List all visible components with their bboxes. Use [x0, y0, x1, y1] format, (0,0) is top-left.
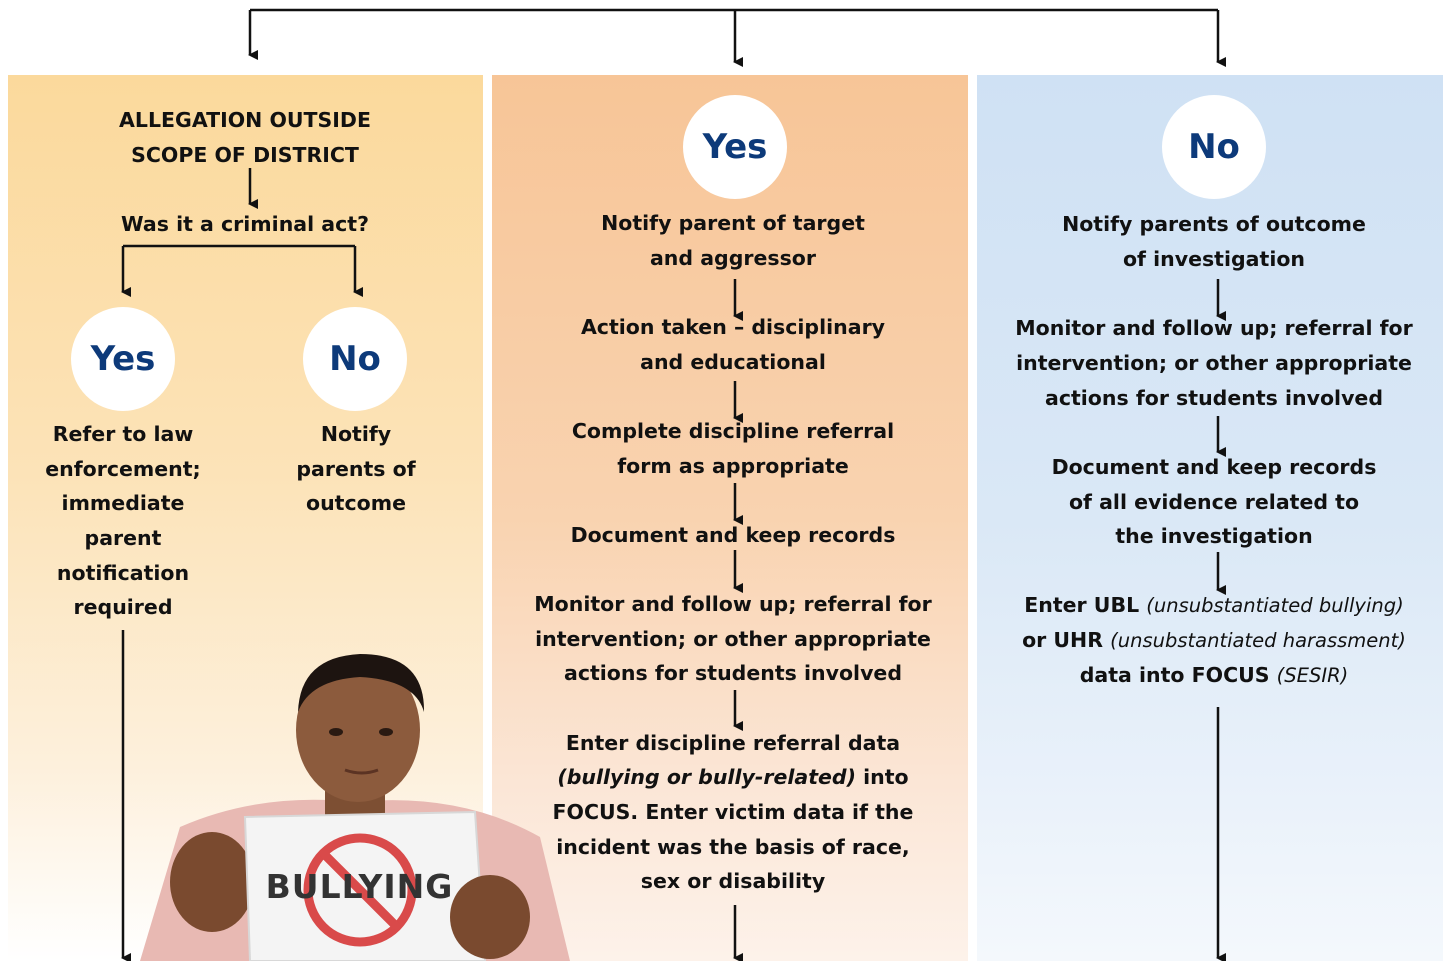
step-line: Document and keep records: [1051, 455, 1377, 479]
step-line: Notify parent of target: [601, 211, 865, 235]
data-into-focus: data into FOCUS: [1079, 663, 1277, 687]
left-no-line: parents of: [296, 457, 416, 481]
left-no-line: Notify: [320, 422, 392, 446]
left-yes-line: enforcement;: [45, 457, 201, 481]
or-uhr: or UHR: [1022, 628, 1111, 652]
left-no-line: outcome: [306, 491, 406, 515]
step-line: and educational: [640, 350, 826, 374]
boy-with-sign-illustration: BULLYING: [140, 652, 570, 961]
left-yes-line: notification: [56, 561, 190, 585]
ubl-note: (unsubstantiated bullying): [1146, 594, 1404, 617]
step-line: incident was the basis of race,: [556, 835, 910, 859]
left-heading-line2: SCOPE OF DISTRICT: [131, 143, 359, 167]
enter-ubl: Enter UBL: [1024, 593, 1147, 617]
step-line: Monitor and follow up; referral for: [534, 592, 932, 616]
criminal-act-question: Was it a criminal act?: [121, 212, 369, 236]
step-line: Monitor and follow up; referral for: [1015, 316, 1413, 340]
step-line: sex or disability: [640, 869, 826, 893]
bullying-note: (bullying or bully-related): [557, 765, 856, 789]
sign-text: BULLYING: [265, 867, 454, 906]
left-yes-line: Refer to law: [52, 422, 194, 446]
boy-holding-bullying-sign-image: [140, 654, 570, 961]
step-line: intervention; or other appropriate: [1016, 351, 1412, 375]
step-line-mixed: Enter UBL (unsubstantiated bullying): [985, 588, 1443, 623]
into-text: into: [855, 765, 909, 789]
step-line: form as appropriate: [617, 454, 849, 478]
step-line: and aggressor: [649, 246, 817, 270]
step-line: of all evidence related to: [1068, 490, 1360, 514]
right-no-circle: No: [1162, 95, 1266, 199]
step-line: intervention; or other appropriate: [535, 627, 931, 651]
step-line: actions for students involved: [1044, 386, 1384, 410]
step-line: Notify parents of outcome: [1062, 212, 1366, 236]
step-line-mixed: data into FOCUS (SESIR): [985, 658, 1443, 693]
uhr-note: (unsubstantiated harassment): [1110, 629, 1406, 652]
step-line: Enter discipline referral data: [565, 731, 901, 755]
left-yes-line: immediate: [61, 491, 185, 515]
step-line: Action taken – disciplinary: [580, 315, 886, 339]
step-line-mixed: (bullying or bully-related) into: [500, 760, 966, 795]
step-line: of investigation: [1122, 247, 1306, 271]
left-no-circle: No: [303, 307, 407, 411]
step-line: Document and keep records: [570, 523, 896, 547]
middle-yes-circle: Yes: [683, 95, 787, 199]
left-heading-line1: ALLEGATION OUTSIDE: [119, 108, 371, 132]
sesir-note: (SESIR): [1276, 664, 1349, 687]
step-line-mixed: or UHR (unsubstantiated harassment): [985, 623, 1443, 658]
left-yes-line: required: [73, 595, 173, 619]
left-yes-line: parent: [84, 526, 162, 550]
step-line: the investigation: [1115, 524, 1313, 548]
step-line: FOCUS. Enter victim data if the: [552, 800, 914, 824]
column-middle-yes: [492, 75, 968, 961]
step-line: Complete discipline referral: [571, 419, 895, 443]
left-yes-circle: Yes: [71, 307, 175, 411]
step-line: actions for students involved: [563, 661, 903, 685]
column-right-no: [977, 75, 1443, 961]
